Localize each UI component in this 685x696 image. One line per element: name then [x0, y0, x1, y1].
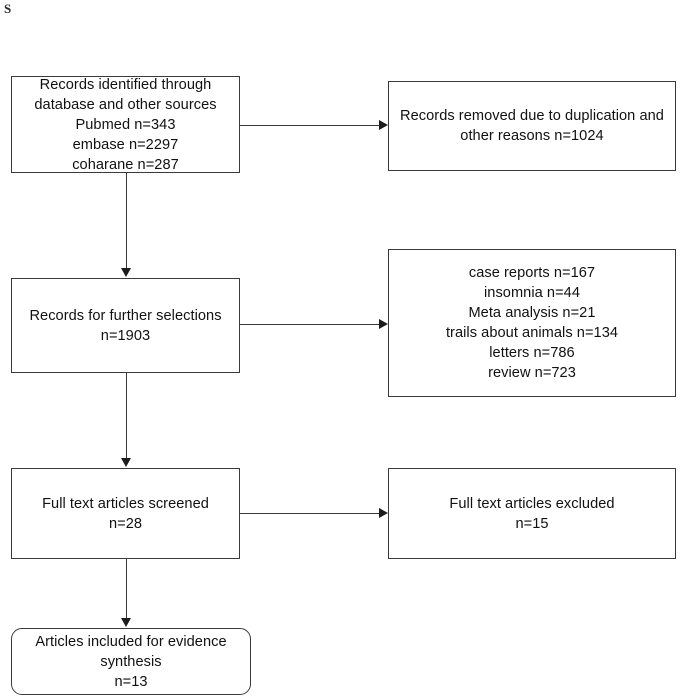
- node-fulltext-articles-screened-label: Full text articles screened n=28: [42, 495, 209, 532]
- connector-fulltext-to-fulltext-excluded: [240, 512, 380, 514]
- node-fulltext-articles-excluded: Full text articles excluded n=15: [388, 468, 676, 559]
- node-records-further-selections-label: Records for further selections n=1903: [29, 307, 222, 344]
- arrowhead-right-icon: [379, 507, 388, 518]
- arrowhead-down-icon: [120, 268, 131, 277]
- node-records-identified-label: Records identified through database and …: [34, 76, 217, 173]
- node-fulltext-articles-excluded-label: Full text articles excluded n=15: [449, 495, 615, 532]
- arrowhead-right-icon: [379, 318, 388, 329]
- node-records-identified: Records identified through database and …: [11, 76, 240, 173]
- connector-further-to-excluded: [240, 323, 380, 325]
- arrowhead-right-icon: [379, 119, 388, 130]
- node-articles-included-label: Articles included for evidence synthesis…: [35, 633, 227, 690]
- connector-further-to-fulltext: [125, 373, 127, 459]
- node-records-removed-duplication-label: Records removed due to duplication and o…: [400, 108, 664, 144]
- node-records-excluded-reasons: case reports n=167 insomnia n=44 Meta an…: [388, 249, 676, 397]
- connector-identified-to-removed: [240, 124, 380, 126]
- arrowhead-down-icon: [120, 458, 131, 467]
- page-artifact-glyph: S: [4, 1, 12, 16]
- connector-identified-to-further: [125, 173, 127, 269]
- arrowhead-down-icon: [120, 618, 131, 627]
- node-records-removed-duplication: Records removed due to duplication and o…: [388, 81, 676, 171]
- node-fulltext-articles-screened: Full text articles screened n=28: [11, 468, 240, 559]
- connector-fulltext-to-included: [125, 559, 127, 619]
- node-articles-included: Articles included for evidence synthesis…: [11, 628, 251, 695]
- node-records-excluded-reasons-label: case reports n=167 insomnia n=44 Meta an…: [445, 265, 619, 381]
- node-records-further-selections: Records for further selections n=1903: [11, 278, 240, 373]
